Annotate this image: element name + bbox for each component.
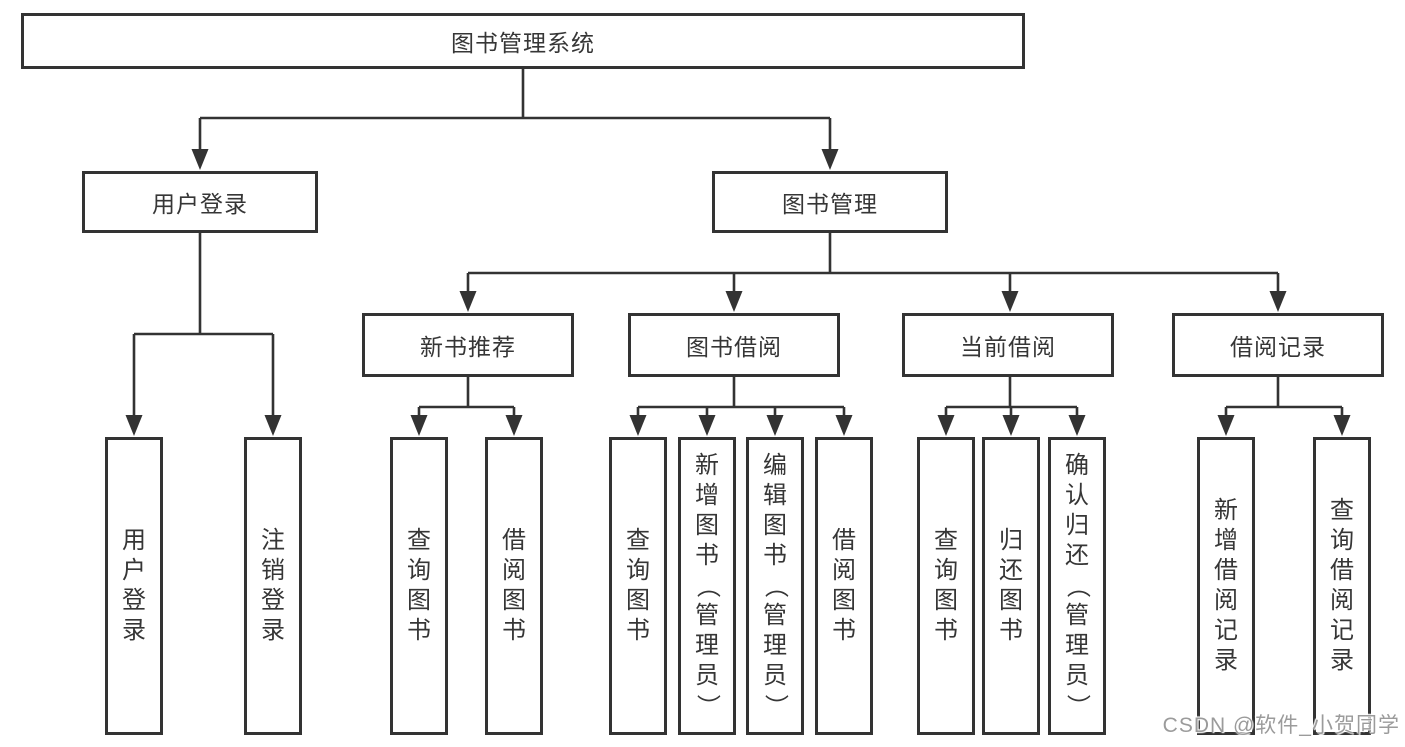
leaf-edit-books-admin: 编辑图书（管理员） <box>746 437 804 735</box>
node-library-management-system-label: 图书管理系统 <box>451 30 595 56</box>
connector-user-login-to-leaves <box>125 233 282 436</box>
node-user-login-label: 用户登录 <box>152 191 248 217</box>
leaf-user-login: 用户登录 <box>105 437 163 735</box>
leaf-add-borrow-record: 新增借阅记录 <box>1197 437 1255 735</box>
node-book-borrow-label: 图书借阅 <box>686 334 782 360</box>
node-user-login: 用户登录 <box>82 171 318 233</box>
connector-book-management-to-level3 <box>459 233 1287 312</box>
leaf-borrow-books-recommend: 借阅图书 <box>485 437 543 735</box>
leaf-borrow-books: 借阅图书 <box>815 437 873 735</box>
node-new-book-recommend: 新书推荐 <box>362 313 574 377</box>
leaf-query-books-current-label: 查询图书 <box>934 527 958 644</box>
leaf-query-books-current: 查询图书 <box>917 437 975 735</box>
node-current-borrow: 当前借阅 <box>902 313 1114 377</box>
node-book-management-label: 图书管理 <box>782 191 878 217</box>
leaf-return-books: 归还图书 <box>982 437 1040 735</box>
leaf-add-books-admin: 新增图书（管理员） <box>678 437 736 735</box>
watermark: CSDN @软件_小贺同学 <box>1162 714 1400 737</box>
node-borrow-records: 借阅记录 <box>1172 313 1384 377</box>
leaf-borrow-books-label: 借阅图书 <box>832 527 856 644</box>
leaf-query-books-recommend: 查询图书 <box>390 437 448 735</box>
connector-new-book-recommend-to-leaves <box>410 377 523 436</box>
node-new-book-recommend-label: 新书推荐 <box>420 334 516 360</box>
node-library-management-system: 图书管理系统 <box>21 13 1025 69</box>
node-book-management: 图书管理 <box>712 171 948 233</box>
node-current-borrow-label: 当前借阅 <box>960 334 1056 360</box>
leaf-logout: 注销登录 <box>244 437 302 735</box>
connector-book-borrow-to-leaves <box>629 377 853 436</box>
leaf-query-borrow-record: 查询借阅记录 <box>1313 437 1371 735</box>
node-book-borrow: 图书借阅 <box>628 313 840 377</box>
leaf-confirm-return-admin-label: 确认归还（管理员） <box>1064 452 1091 718</box>
node-borrow-records-label: 借阅记录 <box>1230 334 1326 360</box>
leaf-add-borrow-record-label: 新增借阅记录 <box>1214 497 1238 674</box>
connector-borrow-records-to-leaves <box>1217 377 1351 436</box>
leaf-query-borrow-record-label: 查询借阅记录 <box>1330 497 1354 674</box>
leaf-query-books-borrow-label: 查询图书 <box>626 527 650 644</box>
leaf-add-books-admin-label: 新增图书（管理员） <box>694 452 721 718</box>
leaf-confirm-return-admin: 确认归还（管理员） <box>1048 437 1106 735</box>
leaf-borrow-books-recommend-label: 借阅图书 <box>502 527 526 644</box>
leaf-return-books-label: 归还图书 <box>999 527 1023 644</box>
leaf-edit-books-admin-label: 编辑图书（管理员） <box>762 452 789 718</box>
leaf-query-books-borrow: 查询图书 <box>609 437 667 735</box>
connector-current-borrow-to-leaves <box>937 377 1086 436</box>
leaf-query-books-recommend-label: 查询图书 <box>407 527 431 644</box>
leaf-user-login-label: 用户登录 <box>122 527 146 644</box>
leaf-logout-label: 注销登录 <box>261 527 285 644</box>
connector-root-to-level2 <box>191 69 839 170</box>
